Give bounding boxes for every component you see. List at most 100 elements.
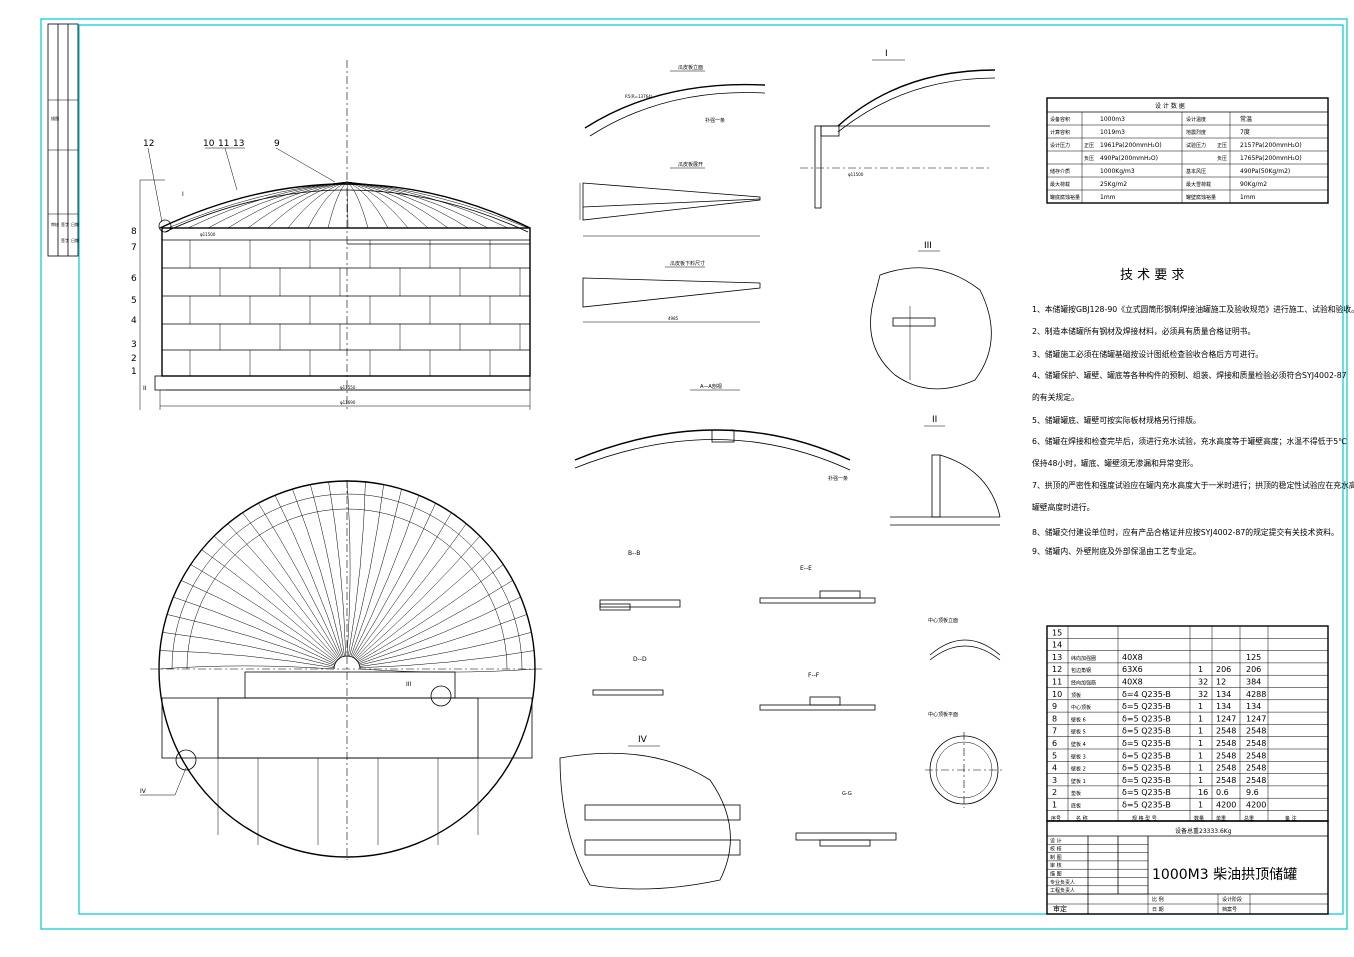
detail-mark-III: III (406, 681, 412, 688)
bom-unit: 1247 (1216, 714, 1236, 723)
bom-spec: δ=5 Q235-B (1122, 788, 1171, 797)
bom-spec: δ=5 Q235-B (1122, 702, 1171, 711)
design-value: 90Kg/m2 (1240, 181, 1267, 188)
bom-total: 2548 (1246, 764, 1266, 773)
detail-mark-IV: IV (140, 788, 147, 795)
bom-name: 壁板 3 (1071, 753, 1086, 760)
section-EE-title: E--E (800, 565, 812, 572)
bom-name: 包边角钢 (1071, 667, 1091, 674)
bom-unit: 2548 (1216, 751, 1236, 760)
bom-unit: 2548 (1216, 764, 1236, 773)
bom-total: 134 (1246, 702, 1261, 711)
outer-frame (40, 18, 1348, 930)
bom-unit: 134 (1216, 702, 1231, 711)
design-data-heading: 设 计 数 据 (1155, 102, 1185, 110)
bom-no: 1 (1052, 801, 1057, 810)
bom-spec: 40X8 (1122, 678, 1143, 687)
tech-req-line: 3、储罐施工必须在储罐基础按设计图纸检查验收合格后方可进行。 (1032, 349, 1263, 359)
design-value: 490Pa(50Kg/m2) (1240, 168, 1290, 175)
strip-label: 扑强一条 (705, 117, 725, 124)
approve-label: 审定 (1053, 904, 1067, 913)
rev-label: 签字 (61, 221, 69, 227)
callout-7: 7 (131, 243, 137, 253)
tech-req-line: 9、储罐内、外壁附底及外部保温由工艺专业定。 (1032, 546, 1201, 556)
bom-unit: 134 (1216, 690, 1231, 699)
design-value: 1000Kg/m3 (1100, 168, 1135, 175)
bom-header: 单重 (1216, 815, 1226, 822)
bom-total: 2548 (1246, 739, 1266, 748)
bom-unit: 4200 (1216, 801, 1236, 810)
tech-req-line: 保持48小时，罐底、罐壁须无渗漏和异常变形。 (1032, 458, 1198, 468)
design-key: 地震烈度 (1186, 129, 1206, 136)
role-label: 制 图 (1050, 854, 1062, 861)
design-value: 490Pa(200mmH₂O) (1100, 155, 1158, 162)
design-sub: 负压 (1084, 155, 1094, 162)
tech-req-line: 7、拱顶的严密性和强度试验应在罐内充水高度大于一米时进行；拱顶的稳定性试验应在充… (1032, 480, 1354, 490)
section-GG-title: G-G (842, 791, 852, 797)
design-key: 设计温度 (1186, 116, 1206, 123)
role-label: 设 计 (1050, 837, 1062, 844)
design-key: 设计压力 (1050, 142, 1070, 149)
design-value: 1765Pa(200mmH₂O) (1240, 155, 1302, 162)
bom-header: 数量 (1194, 815, 1204, 822)
bom-header: 名 称 (1076, 815, 1088, 822)
callout-6: 6 (131, 274, 137, 284)
callout-1: 1 (131, 367, 137, 377)
bom-unit: 2548 (1216, 739, 1236, 748)
bom-total: 206 (1246, 665, 1261, 674)
center-plate-elev-title: 中心顶板立面 (928, 617, 958, 624)
bom-name: 顶板 (1071, 692, 1081, 699)
role-label: 工程负责人 (1050, 887, 1075, 894)
bom-total: 9.6 (1246, 788, 1259, 797)
bom-total: 2548 (1246, 751, 1266, 760)
bom-qty: 1 (1198, 801, 1203, 810)
bom-header: 总重 (1244, 815, 1254, 822)
tech-req-line: 4、储罐保护、罐壁、罐底等各种构件的预制、组装、焊接和质量检验必须符合SYJ40… (1032, 370, 1347, 380)
roof-rib (346, 181, 449, 229)
section-AA-title: A—A剖视 (700, 383, 722, 390)
bom-name: 垫板 (1071, 790, 1081, 797)
design-key: 设备容积 (1050, 116, 1070, 123)
roof-rib (346, 181, 349, 229)
design-value: 25Kg/m2 (1100, 181, 1127, 188)
detail-II-title: II (932, 415, 937, 425)
bom-name: 壁板 5 (1071, 729, 1086, 736)
bom-unit: 0.6 (1216, 788, 1229, 797)
bom-name: 壁板 1 (1071, 778, 1086, 785)
callout-2: 2 (131, 354, 137, 364)
tank-plan: III IV (140, 480, 545, 860)
role-label: 描 图 (1050, 871, 1062, 878)
bom-spec: 40X8 (1122, 653, 1143, 662)
bom-qty: 16 (1198, 788, 1208, 797)
callout-5: 5 (131, 296, 137, 306)
callout-11: 11 (218, 139, 229, 149)
dim-inner-dia: φ11550 (340, 385, 356, 390)
bom-unit: 2548 (1216, 727, 1236, 736)
tech-req-line: 8、储罐交付建设单位时，应有产品合格证并应按SYJ4002-87的规定提交有关技… (1032, 527, 1339, 537)
detail-I-dim: φ11500 (848, 172, 864, 177)
bom-unit: 2548 (1216, 776, 1236, 785)
roof-rib (346, 181, 429, 229)
design-value: 常温 (1240, 115, 1252, 123)
design-sub: 负压 (1217, 155, 1227, 162)
bom-qty: 1 (1198, 714, 1203, 723)
design-value: 1000m3 (1100, 116, 1125, 123)
drawing-no-label: 档案号 (1222, 906, 1237, 913)
bom-spec: 63X6 (1122, 665, 1143, 674)
bom-unit: 12 (1216, 678, 1226, 687)
detail-mark-II: II (143, 385, 147, 392)
bom-qty: 1 (1198, 764, 1203, 773)
roof-rib (346, 181, 469, 229)
revision-strip: 描图 审核 签字 日期 签字 日期 (47, 23, 79, 257)
bom-total: 4288 (1246, 690, 1266, 699)
rev-label: 审核 (51, 221, 59, 227)
detail-IV: IV G-G (559, 735, 897, 890)
section-BB-title: B--B (628, 550, 640, 557)
tech-req-heading: 技 术 要 求 (1120, 268, 1184, 283)
bom-qty: 1 (1198, 739, 1203, 748)
inner-frame (78, 24, 1344, 915)
design-key: 最大雪荷载 (1186, 181, 1211, 188)
rev-label: 签字 (61, 237, 69, 243)
roof-rib (346, 181, 509, 229)
detail-III-title: III (924, 241, 932, 251)
